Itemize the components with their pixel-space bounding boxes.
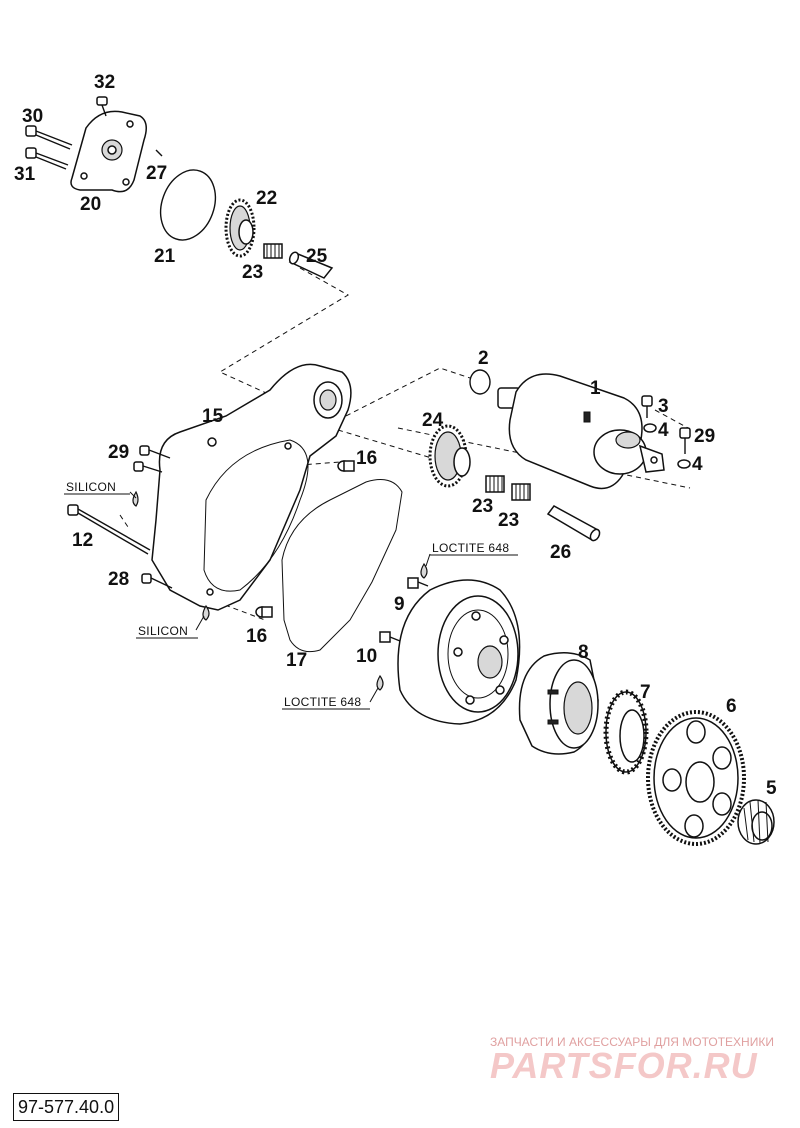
bolt-32 — [96, 96, 108, 117]
silicon-drop-bottom — [202, 604, 210, 621]
screw-9 — [407, 577, 429, 589]
part-number-labels: 32 30 31 27 20 22 21 25 23 2 1 3 4 29 4 … — [14, 72, 777, 799]
drawing-code: 97-577.40.0 — [13, 1093, 120, 1121]
label-part-29-cover: 29 — [108, 442, 129, 463]
washer-4-bottom — [677, 459, 691, 469]
label-part-23-top: 23 — [242, 262, 263, 283]
label-part-23-right: 23 — [498, 510, 519, 531]
label-part-6: 6 — [726, 696, 737, 717]
needle-bearing-23-top — [263, 243, 283, 259]
sealant-notes: SILICON SILICON LOCTITE 648 LOCTITE 648 — [64, 480, 518, 710]
label-part-28: 28 — [108, 569, 129, 590]
washer-4-top — [643, 423, 657, 433]
label-part-5: 5 — [766, 778, 777, 799]
label-part-26: 26 — [550, 542, 571, 563]
needle-bearing-23-right — [511, 483, 531, 501]
flywheel-rotor — [397, 579, 521, 725]
gear-22 — [224, 198, 256, 258]
shaft-26 — [546, 505, 601, 542]
label-part-27: 27 — [146, 163, 167, 184]
starter-motor-1 — [497, 373, 665, 490]
label-part-1: 1 — [590, 378, 601, 399]
screw-10 — [379, 631, 401, 643]
note-silicon-bottom: SILICON — [138, 624, 188, 638]
freewheel-7 — [603, 689, 649, 775]
bolt-12 — [67, 504, 151, 555]
label-part-16-top: 16 — [356, 448, 377, 469]
label-part-32: 32 — [94, 72, 115, 93]
bolt-30 — [25, 125, 73, 150]
bolt-29-cover — [133, 445, 171, 473]
dowel-16-top — [337, 460, 355, 472]
label-part-29-starter: 29 — [694, 426, 715, 447]
gasket-17 — [281, 479, 403, 653]
clutch-housing-8 — [518, 652, 599, 755]
label-part-31: 31 — [14, 164, 36, 185]
ignition-cover-15 — [151, 363, 352, 611]
label-part-17: 17 — [286, 650, 307, 671]
label-part-30: 30 — [22, 106, 43, 127]
bolt-29-starter — [679, 427, 691, 454]
label-part-24: 24 — [422, 410, 444, 431]
leader-lines — [129, 491, 431, 703]
o-ring-2 — [469, 369, 491, 395]
label-part-15: 15 — [202, 406, 224, 427]
watermark: ЗАПЧАСТИ И АКСЕССУАРЫ ДЛЯ МОТОТЕХНИКИ PA… — [490, 1035, 774, 1086]
label-part-25: 25 — [306, 246, 328, 267]
watermark-logo: PARTSFOR.RU — [490, 1045, 758, 1086]
bolt-28 — [141, 573, 173, 589]
needle-bearing-23-left — [485, 475, 505, 493]
label-part-22: 22 — [256, 188, 277, 209]
label-part-20: 20 — [80, 194, 101, 215]
label-part-2: 2 — [478, 348, 489, 369]
shaft-25 — [288, 251, 334, 279]
label-part-21: 21 — [154, 246, 176, 267]
bolt-31 — [25, 147, 69, 170]
label-part-10: 10 — [356, 646, 377, 667]
watermark-tagline: ЗАПЧАСТИ И АКСЕССУАРЫ ДЛЯ МОТОТЕХНИКИ — [490, 1035, 774, 1049]
label-part-16-bottom: 16 — [246, 626, 267, 647]
label-part-3: 3 — [658, 396, 669, 417]
gear-24 — [428, 424, 471, 488]
starter-gear-6 — [646, 710, 746, 846]
dowel-16-bottom — [255, 606, 273, 618]
loctite-drop-top — [420, 562, 428, 579]
label-part-8: 8 — [578, 642, 589, 663]
loctite-drop-bottom — [376, 674, 384, 691]
bolt-3 — [641, 395, 653, 418]
pump-cover-assembly — [25, 96, 163, 193]
label-part-4-top: 4 — [658, 420, 669, 441]
silicon-drop-top — [132, 490, 139, 507]
label-part-12: 12 — [72, 530, 93, 551]
o-ring-21 — [159, 169, 217, 241]
note-silicon-top: SILICON — [66, 480, 116, 494]
label-part-4-bottom: 4 — [692, 454, 703, 475]
label-part-9: 9 — [394, 594, 405, 615]
label-part-23-left: 23 — [472, 496, 493, 517]
note-loctite-bottom: LOCTITE 648 — [284, 695, 361, 709]
label-part-7: 7 — [640, 682, 651, 703]
pin-27 — [155, 149, 163, 157]
note-loctite-top: LOCTITE 648 — [432, 541, 509, 555]
needle-bearing-5 — [737, 799, 775, 845]
